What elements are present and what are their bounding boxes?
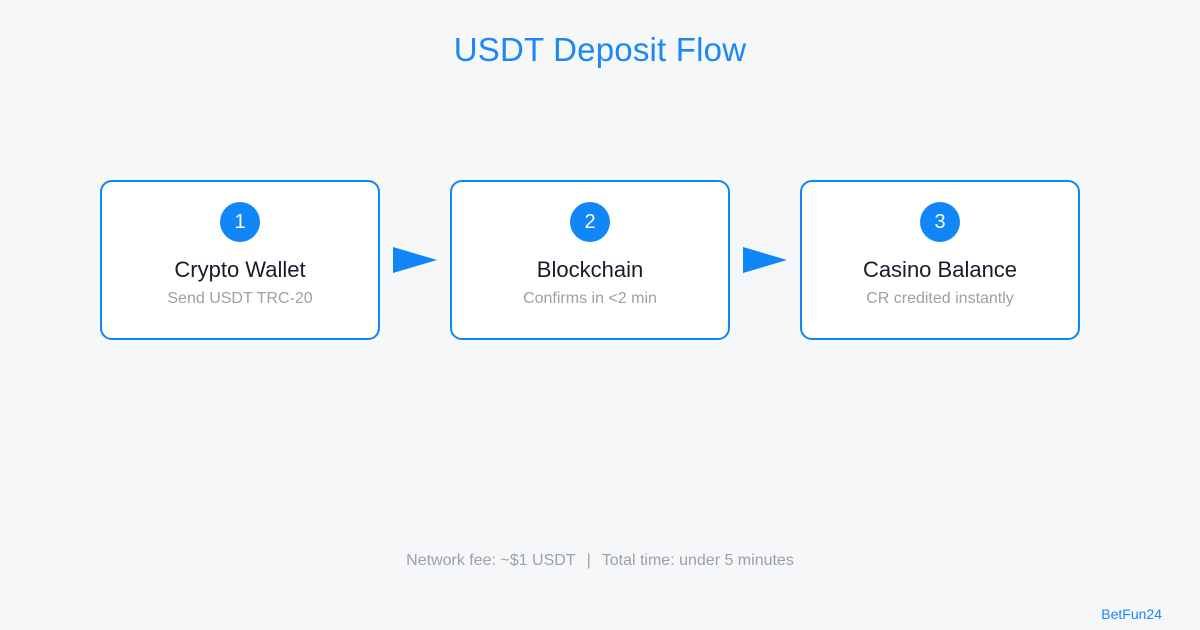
step-subtitle: CR credited instantly (866, 290, 1014, 307)
fee-note: Network fee: ~$1 USDT (406, 552, 576, 569)
time-note: Total time: under 5 minutes (601, 552, 794, 569)
step-card-crypto-wallet: 1 Crypto Wallet Send USDT TRC-20 (100, 180, 380, 340)
step-number-badge: 1 (220, 202, 260, 242)
step-subtitle: Send USDT TRC-20 (167, 290, 313, 307)
step-number-badge: 3 (920, 202, 960, 242)
step-subtitle: Confirms in <2 min (523, 290, 657, 307)
step-number-badge: 2 (570, 202, 610, 242)
arrow-gap (380, 247, 450, 273)
step-card-casino-balance: 3 Casino Balance CR credited instantly (800, 180, 1080, 340)
step-title: Blockchain (536, 257, 644, 282)
step-title: Casino Balance (862, 257, 1018, 282)
flow-arrow-icon (393, 247, 437, 273)
step-card-blockchain: 2 Blockchain Confirms in <2 min (450, 180, 730, 340)
footer-separator: | (586, 552, 591, 569)
brand-watermark: BetFun24 (1101, 606, 1162, 622)
page-title: USDT Deposit Flow (453, 31, 747, 68)
flow-arrow-icon (743, 247, 787, 273)
arrow-gap (730, 247, 800, 273)
footer-note: Network fee: ~$1 USDT | Total time: under … (0, 552, 1200, 570)
flow-row: 1 Crypto Wallet Send USDT TRC-20 2 Block… (100, 180, 1080, 340)
step-title: Crypto Wallet (174, 257, 306, 282)
